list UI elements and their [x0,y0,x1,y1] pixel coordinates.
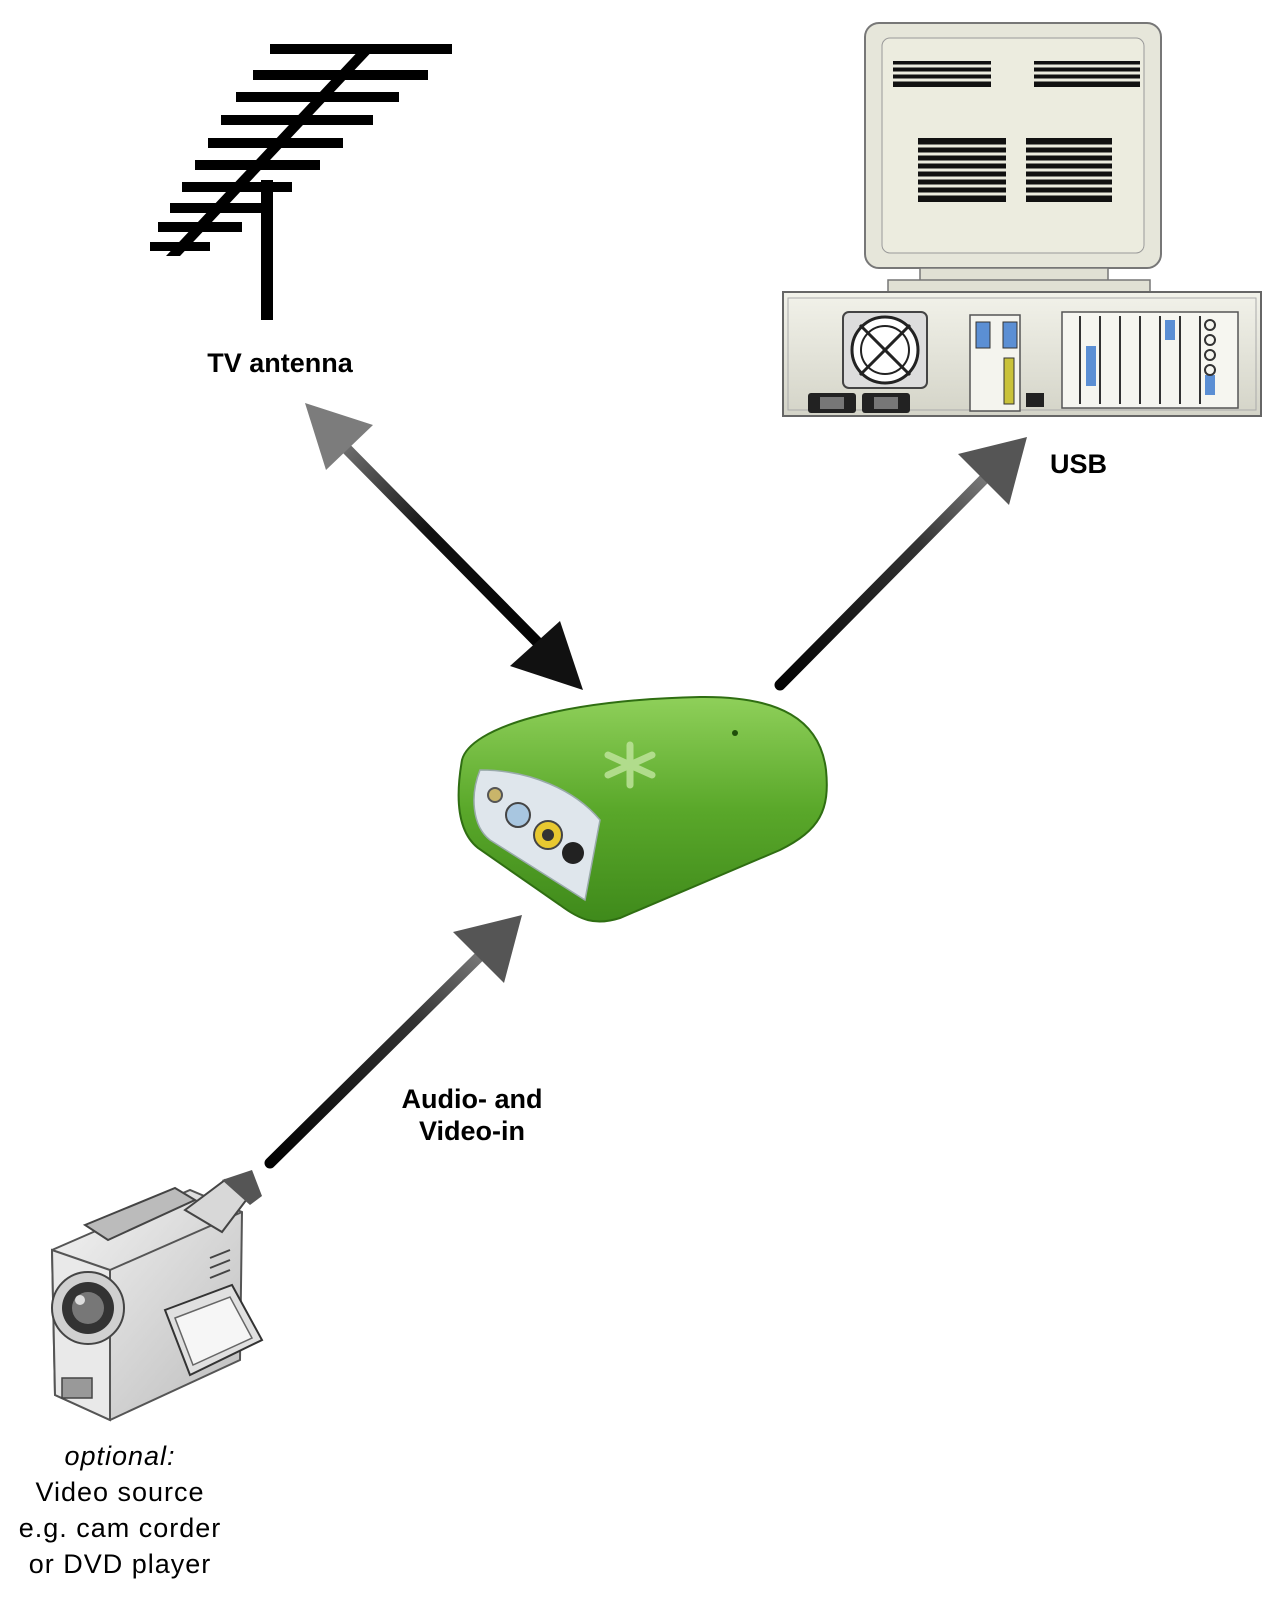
audio-video-in-arrow [264,915,522,1169]
optional-label: optional: [64,1441,176,1471]
usb-arrow [774,437,1027,691]
antenna-device-arrow [305,403,583,690]
video-source-line3: or DVD player [28,1549,212,1579]
audio-video-in-label: Audio- and Video-in [372,1083,572,1147]
tv-capture-device-icon [457,695,828,923]
video-source-line1: Video source [35,1477,205,1507]
usb-label: USB [1050,449,1108,479]
audio-video-in-line2: Video-in [418,1116,525,1146]
audio-video-in-line1: Audio- and [401,1084,543,1114]
tv-antenna-label: TV antenna [207,348,353,378]
computer-icon [782,22,1262,417]
camcorder-icon [50,1170,264,1422]
video-source-label: optional: Video source e.g. cam corder o… [10,1438,230,1582]
tv-antenna-icon [150,44,452,320]
video-source-line2: e.g. cam corder [18,1513,222,1543]
